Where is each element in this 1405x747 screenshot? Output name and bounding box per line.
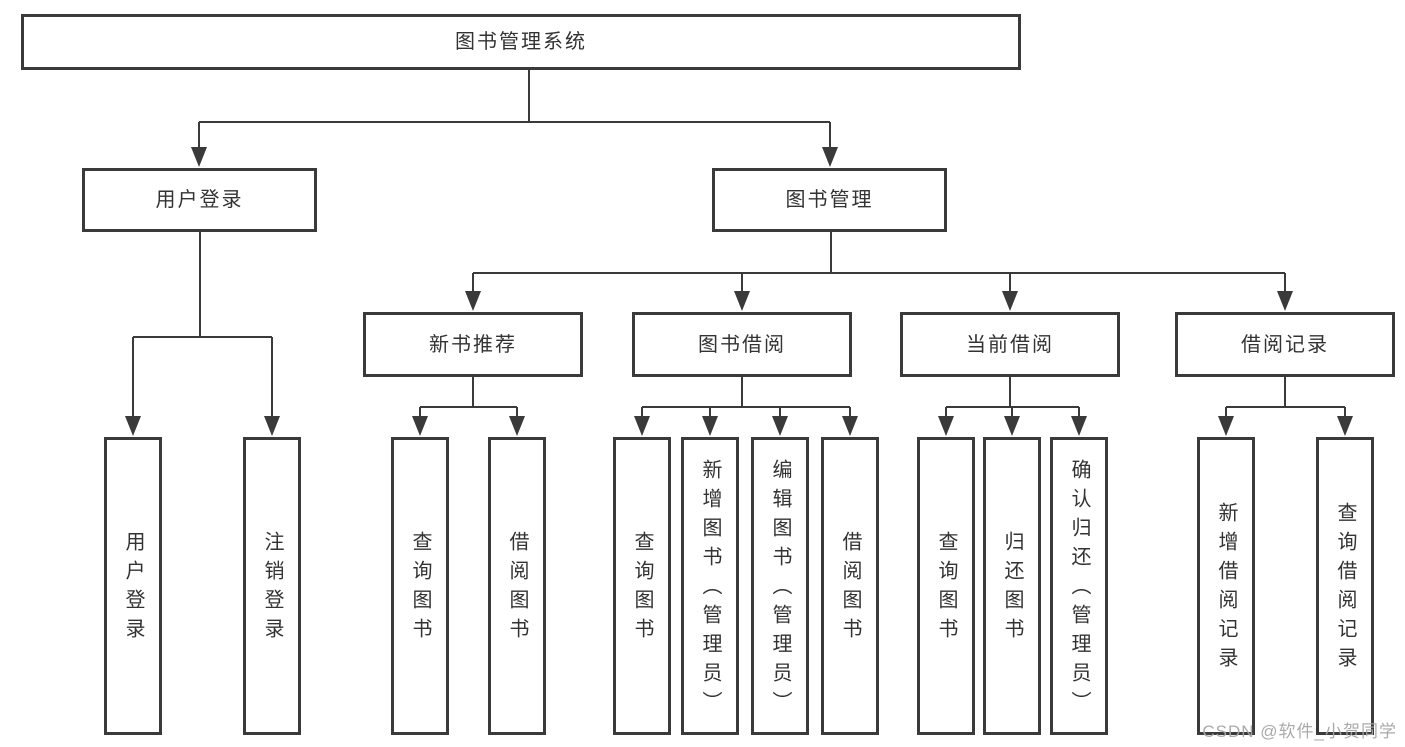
node-new-book-recommend: 新书推荐: [363, 312, 583, 377]
leaf-label: 查询借阅记录: [1334, 502, 1356, 676]
leaf-label: 查询图书: [631, 531, 653, 647]
leaf-label: 新增图书（管理员）: [699, 458, 721, 720]
leaf-logout: 注销登录: [243, 437, 301, 735]
leaf-label: 查询图书: [409, 531, 431, 647]
node-label: 图书管理: [785, 189, 874, 211]
edge-user-login-children: [132, 232, 273, 419]
node-borrow-records: 借阅记录: [1175, 312, 1395, 377]
edge-book-management-children: [472, 232, 1286, 294]
leaf-label: 查询图书: [935, 531, 957, 647]
edge-new-book-recommend-children: [419, 377, 518, 419]
leaf-current-query-books: 查询图书: [917, 437, 975, 735]
leaf-label: 借阅图书: [839, 531, 861, 647]
leaf-edit-books-admin: 编辑图书（管理员）: [751, 437, 809, 735]
leaf-label: 确认归还（管理员）: [1068, 458, 1090, 720]
leaf-label: 用户登录: [122, 531, 144, 647]
edge-borrow-records-children: [1225, 377, 1346, 419]
node-library-system: 图书管理系统: [21, 14, 1021, 70]
node-book-management: 图书管理: [712, 168, 947, 232]
edge-book-borrow-children: [641, 377, 851, 419]
leaf-recommend-borrow-books: 借阅图书: [488, 437, 546, 735]
leaf-add-books-admin: 新增图书（管理员）: [681, 437, 739, 735]
leaf-user-login: 用户登录: [104, 437, 162, 735]
leaf-label: 借阅图书: [506, 531, 528, 647]
node-current-borrow: 当前借阅: [900, 312, 1120, 377]
node-label: 借阅记录: [1241, 333, 1329, 356]
node-book-borrow: 图书借阅: [632, 312, 852, 377]
leaf-label: 注销登录: [261, 531, 283, 647]
leaf-confirm-return-admin: 确认归还（管理员）: [1050, 437, 1108, 735]
node-label: 新书推荐: [429, 333, 517, 356]
node-label: 图书借阅: [698, 333, 786, 356]
node-label: 用户登录: [155, 189, 244, 211]
leaf-return-books: 归还图书: [983, 437, 1041, 735]
edge-current-borrow-children: [945, 377, 1080, 419]
csdn-watermark: CSDN @软件_小贺同学: [1202, 722, 1397, 741]
leaf-query-borrow-record: 查询借阅记录: [1316, 437, 1374, 735]
leaf-label: 归还图书: [1001, 531, 1023, 647]
edge-root-to-level2: [198, 69, 831, 150]
leaf-label: 新增借阅记录: [1215, 502, 1237, 676]
leaf-add-borrow-record: 新增借阅记录: [1197, 437, 1255, 735]
leaf-label: 编辑图书（管理员）: [769, 458, 791, 720]
node-label: 当前借阅: [966, 333, 1054, 356]
leaf-borrow-query-books: 查询图书: [613, 437, 671, 735]
leaf-borrow-books: 借阅图书: [821, 437, 879, 735]
node-user-login: 用户登录: [82, 168, 317, 232]
leaf-recommend-query-books: 查询图书: [391, 437, 449, 735]
node-label: 图书管理系统: [455, 31, 587, 53]
